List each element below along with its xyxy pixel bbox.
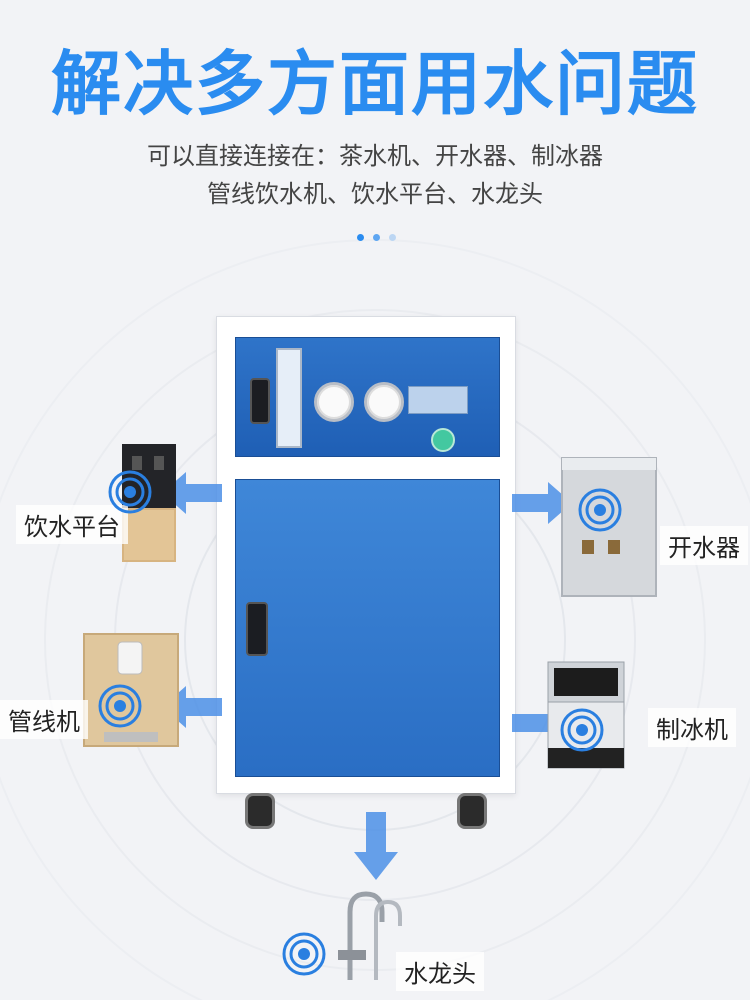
arrow-down-icon [354,812,398,880]
pressure-gauge-icon [364,382,404,422]
subtitle-line-2: 管线饮水机、饮水平台、水龙头 [207,180,543,208]
connection-target-icon [282,932,326,976]
ice-maker-icon [547,661,625,769]
controller-display [408,386,468,414]
subtitle-line-1: 可以直接连接在：茶水机、开水器、制冰器 [147,142,603,170]
faucet-icon [338,891,402,980]
door-handle [246,602,268,656]
label-water-boiler: 开水器 [660,526,748,565]
connection-target-icon [578,488,622,532]
caster-wheel [457,793,487,829]
caster-wheel [245,793,275,829]
page-dot-active[interactable] [357,234,364,241]
page-indicator [357,226,400,245]
arrow-right-icon [512,482,572,524]
pressure-gauge-icon [314,382,354,422]
page-title: 解决多方面用水问题 [51,43,699,125]
power-button [431,428,455,452]
flow-meter [276,348,302,448]
connection-target-icon [560,708,604,752]
connection-target-icon [108,470,152,514]
arrow-left-icon [162,472,222,514]
control-panel [235,337,500,457]
cabinet-door [235,479,500,777]
connection-target-icon [98,684,142,728]
label-pipeline-machine: 管线机 [0,700,88,739]
panel-switch [250,378,270,424]
water-purifier-machine [216,316,516,829]
page-dot[interactable] [389,234,397,241]
page-dot[interactable] [373,234,381,241]
label-drinking-platform: 饮水平台 [16,505,128,544]
label-faucet: 水龙头 [396,952,484,991]
label-ice-maker: 制冰机 [648,708,736,747]
